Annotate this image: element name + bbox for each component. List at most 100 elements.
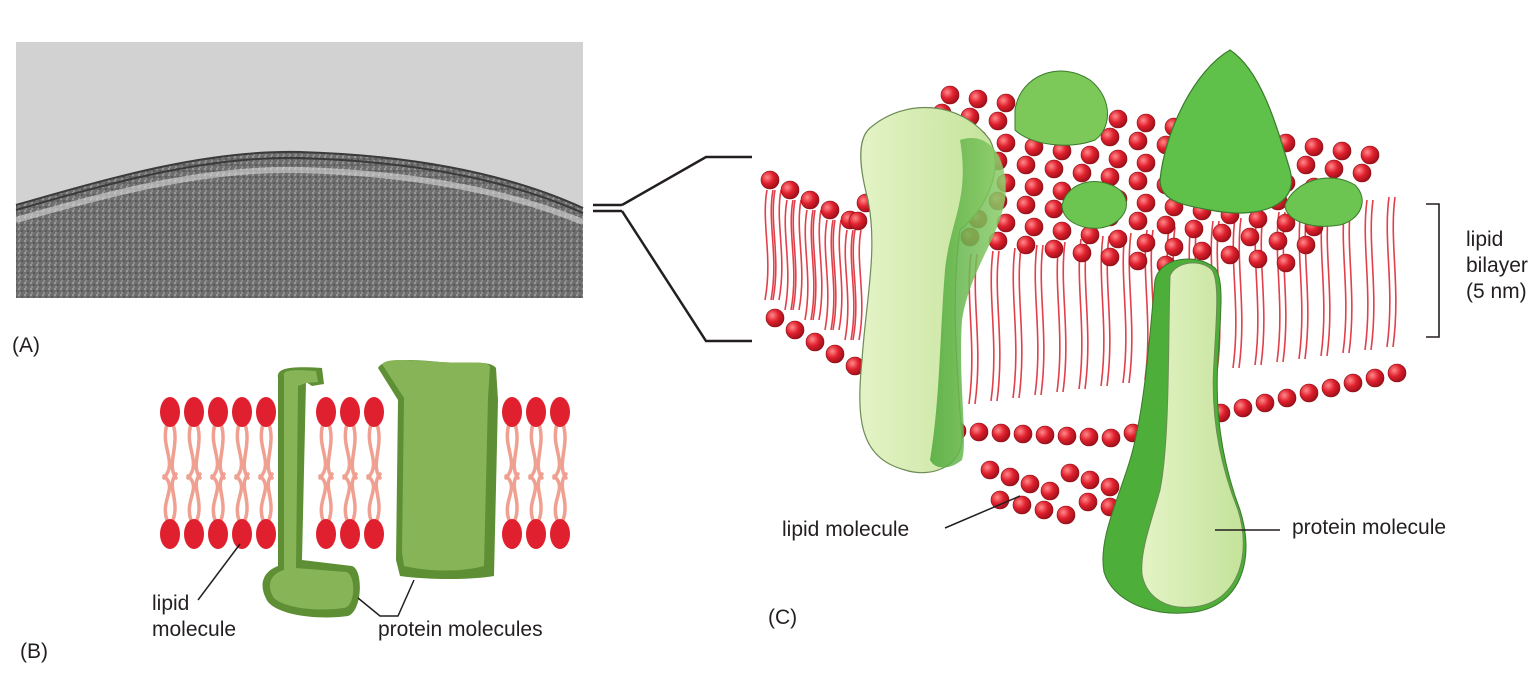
lipid-tail — [342, 472, 358, 522]
lipid-tail — [234, 422, 250, 480]
bilayer-label-line1: lipid — [1466, 228, 1504, 251]
lipid-tail — [366, 472, 382, 522]
lipid-tail — [1012, 247, 1017, 399]
lipid-head — [1240, 227, 1260, 247]
lipid-head — [502, 519, 522, 549]
lipid-tail — [996, 250, 1001, 402]
lipid-head — [256, 397, 276, 427]
lipid-head — [1192, 241, 1212, 261]
lipid-tail — [318, 472, 334, 522]
lipid-tail — [974, 253, 979, 405]
lipid-head — [1352, 163, 1372, 183]
protein-c-large-left — [859, 106, 1006, 474]
lipid-head — [1016, 235, 1036, 255]
lipid-head — [1321, 378, 1341, 398]
lipid-head — [1024, 217, 1044, 237]
lipid-head — [1156, 215, 1176, 235]
lipid-head — [969, 422, 989, 442]
lipid-tail — [552, 422, 568, 480]
lipid-head — [1079, 427, 1099, 447]
lipid-head — [765, 308, 785, 328]
lipid-head — [1255, 393, 1275, 413]
lipid-head — [1044, 199, 1064, 219]
lipid-tail — [844, 229, 849, 341]
lipid-tail — [1364, 199, 1369, 351]
lipid-tail — [504, 472, 520, 522]
lipid-tail — [210, 422, 226, 480]
lipid-head — [1060, 463, 1080, 483]
lipid-head — [232, 519, 252, 549]
lipid-tail — [838, 219, 843, 331]
lipid-head — [1387, 363, 1407, 383]
lipid-head — [160, 397, 180, 427]
lipid-tail — [770, 189, 775, 301]
lipid-tail — [1122, 232, 1127, 384]
lipid-tail — [858, 229, 863, 341]
lipid-head — [1108, 229, 1128, 249]
lipid-tail — [764, 189, 769, 301]
protein-leader-lines-b — [197, 543, 415, 617]
lipid-tail — [824, 219, 829, 331]
lipid-head — [820, 200, 840, 220]
lipid-tail — [784, 199, 789, 311]
protein-c-bump-right — [1284, 177, 1363, 227]
lipid-head — [160, 519, 180, 549]
lipid-tail — [1386, 196, 1391, 348]
lipid-head — [550, 519, 570, 549]
lipid-tail — [1342, 202, 1347, 354]
lipid-head — [1136, 193, 1156, 213]
lipid-head — [940, 85, 960, 105]
bilayer-label-line2: bilayer — [1466, 254, 1528, 277]
lipid-tail — [772, 189, 777, 301]
panel-b-label: (B) — [20, 640, 48, 663]
lipid-head — [1035, 425, 1055, 445]
lipid-head — [1343, 373, 1363, 393]
lipid-head — [1128, 251, 1148, 271]
lipid-head — [1136, 153, 1156, 173]
lipid-tail — [210, 472, 226, 522]
lipid-head — [1016, 195, 1036, 215]
lipid-head — [364, 519, 384, 549]
lipid-head — [990, 490, 1010, 510]
bilayer-schematic-b — [160, 397, 570, 549]
lipid-tail — [1370, 199, 1375, 351]
lipid-tail — [342, 422, 358, 480]
lipid-head — [1044, 239, 1064, 259]
protein-c-bump-center — [1061, 181, 1127, 229]
lipid-tail — [850, 229, 855, 341]
lipid-head — [232, 397, 252, 427]
micrograph-panel-a — [15, 42, 585, 298]
lipid-head — [1324, 159, 1344, 179]
lipid-tail — [234, 472, 250, 522]
lipid-head — [1013, 424, 1033, 444]
lipid-tail — [258, 422, 274, 480]
lipid-tail — [1018, 247, 1023, 399]
lipid-head — [1052, 221, 1072, 241]
lipid-head — [1108, 149, 1128, 169]
lipid-head — [256, 519, 276, 549]
lipid-tail — [1392, 196, 1397, 348]
lipid-tail — [552, 472, 568, 522]
lipid-tail — [528, 472, 544, 522]
panel-a-label: (A) — [12, 334, 40, 357]
leader-lines-c — [944, 495, 1280, 531]
bilayer-bracket — [1426, 203, 1440, 338]
lipid-head — [1276, 213, 1296, 233]
lipid-tail — [810, 209, 815, 321]
lipid-molecule-label: lipid molecule — [782, 518, 910, 541]
lipid-tail — [830, 219, 835, 331]
lipid-head — [1072, 163, 1092, 183]
lipid-tail — [186, 422, 202, 480]
lipid-head — [1212, 223, 1232, 243]
lipid-head — [1276, 253, 1296, 273]
lipid-tail — [1348, 202, 1353, 354]
lipid-head — [785, 320, 805, 340]
lipid-head — [1101, 428, 1121, 448]
lipid-tail — [1056, 241, 1061, 393]
lipid-tail — [1128, 232, 1133, 384]
lipid-head — [364, 397, 384, 427]
lipid-head — [1233, 398, 1253, 418]
lipid-head — [316, 519, 336, 549]
lipid-head — [184, 397, 204, 427]
